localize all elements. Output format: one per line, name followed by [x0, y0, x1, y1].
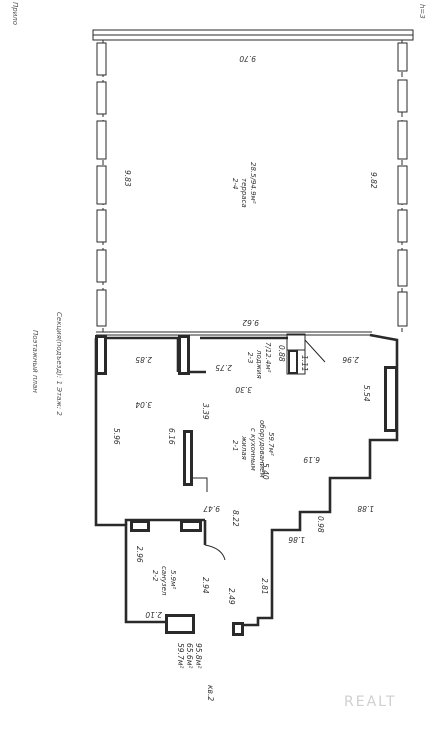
dim-2-96a: 2.96 — [342, 355, 359, 364]
svg-text:59.7м²: 59.7м² — [267, 432, 275, 456]
room-bathroom-label: 2-2 санузел 5.9м² — [151, 566, 177, 596]
dim-terrace-left: 9.83 — [123, 170, 132, 187]
dim-terrace-right: 9.82 — [369, 172, 378, 189]
dim-terrace-top: 9.70 — [239, 54, 256, 63]
dim-3-39: 3.39 — [201, 403, 210, 420]
room-living-label: 2-1 жилая с кухонным оборудованием 59.7м… — [231, 420, 275, 478]
svg-text:28.5/94.9м²: 28.5/94.9м² — [249, 162, 257, 204]
plan-title: Поэтажный план — [31, 330, 39, 393]
room-loggia-label: 2-3 лоджия 7/12.4м² — [246, 342, 272, 379]
column-door-hint — [193, 477, 208, 492]
dim-1-86: 1.86 — [288, 535, 305, 544]
svg-text:оборудованием: оборудованием — [258, 420, 266, 478]
dim-1-88: 1.88 — [357, 504, 374, 513]
summary-area-all: 95.8м² — [194, 643, 203, 668]
summary-area-total: 65.6м² — [185, 643, 194, 668]
dim-6-19: 6.19 — [303, 455, 320, 464]
dim-2-49: 2.49 — [227, 588, 236, 605]
svg-text:лоджия: лоджия — [255, 349, 263, 379]
realt-watermark: REALT — [344, 694, 397, 710]
terrace-area — [92, 29, 414, 336]
svg-text:санузел: санузел — [160, 566, 168, 596]
svg-text:жилая: жилая — [240, 435, 248, 460]
dim-5-96: 5.96 — [112, 428, 121, 445]
terrace-right-posts — [397, 42, 408, 327]
dim-1-11: 1.11 — [300, 355, 309, 372]
apartment-walls — [94, 333, 399, 627]
svg-text:2-4: 2-4 — [231, 178, 239, 189]
dim-0-88: 0.88 — [277, 345, 286, 362]
structural-columns — [95, 335, 398, 636]
dim-terrace-bottom: 9.62 — [242, 318, 259, 327]
terrace-left-posts — [96, 42, 107, 327]
dim-0-98: 0.98 — [316, 516, 325, 533]
dim-2-10: 2.10 — [145, 610, 162, 619]
svg-text:5.9м²: 5.9м² — [169, 570, 177, 589]
summary-apartment: кв.2 — [206, 685, 215, 701]
dim-3-30: 3.30 — [235, 385, 252, 394]
area-summary: 59.7м² 65.6м² 95.8м² кв.2 — [176, 643, 215, 701]
dim-2-94: 2.94 — [201, 577, 210, 594]
dim-2-75: 2.75 — [215, 363, 232, 372]
svg-text:7/12.4м²: 7/12.4м² — [264, 342, 272, 373]
section-floor-info: Секция(подъезд): 1 Этаж: 2 — [55, 312, 63, 416]
svg-text:2-2: 2-2 — [151, 570, 159, 582]
dimension-labels: 9.70 9.83 9.82 9.62 2.85 2.75 3.30 0.88 … — [112, 54, 378, 619]
dim-8-22: 8.22 — [231, 510, 240, 527]
dim-2-85: 2.85 — [135, 355, 152, 364]
svg-text:2-1: 2-1 — [231, 440, 239, 451]
svg-text:2-3: 2-3 — [246, 352, 254, 363]
corner-right-text: h=3 — [418, 4, 426, 19]
dim-2-96b: 2.96 — [135, 546, 144, 563]
dim-2-81: 2.81 — [260, 578, 269, 595]
dim-9-47: 9.47 — [203, 504, 220, 513]
dim-6-16: 6.16 — [167, 428, 176, 445]
room-terrace-label: 2-4 терраса 28.5/94.9м² — [231, 162, 257, 208]
svg-text:с кухонным: с кухонным — [249, 428, 257, 472]
dim-5-54: 5.54 — [362, 385, 371, 402]
svg-text:терраса: терраса — [240, 178, 248, 208]
summary-area-living: 59.7м² — [176, 643, 185, 668]
corner-left-text: Прило — [11, 2, 19, 25]
bathroom-door-swing — [204, 544, 226, 561]
dim-3-04: 3.04 — [135, 400, 152, 409]
dim-5-40: 5.40 — [261, 463, 270, 480]
